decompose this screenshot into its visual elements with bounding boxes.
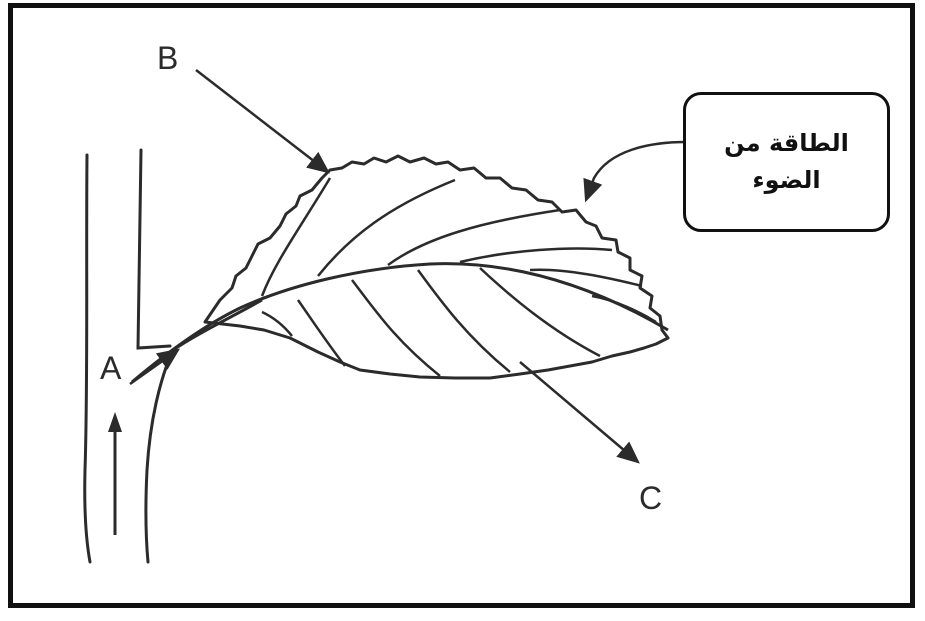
leaf-veins bbox=[262, 178, 656, 376]
label-b: B bbox=[157, 42, 178, 74]
callout-line-1: الطاقة من bbox=[724, 125, 849, 162]
pointer-c bbox=[520, 362, 638, 462]
label-c: C bbox=[639, 482, 662, 514]
pointer-b bbox=[196, 70, 328, 172]
stem bbox=[85, 150, 172, 562]
light-energy-callout: الطاقة من الضوء bbox=[683, 92, 890, 232]
callout-line-2: الضوء bbox=[752, 162, 820, 199]
label-a: A bbox=[100, 352, 121, 384]
pointer-a bbox=[130, 350, 178, 384]
pointer-light bbox=[586, 142, 686, 200]
upward-arrow bbox=[108, 412, 122, 535]
